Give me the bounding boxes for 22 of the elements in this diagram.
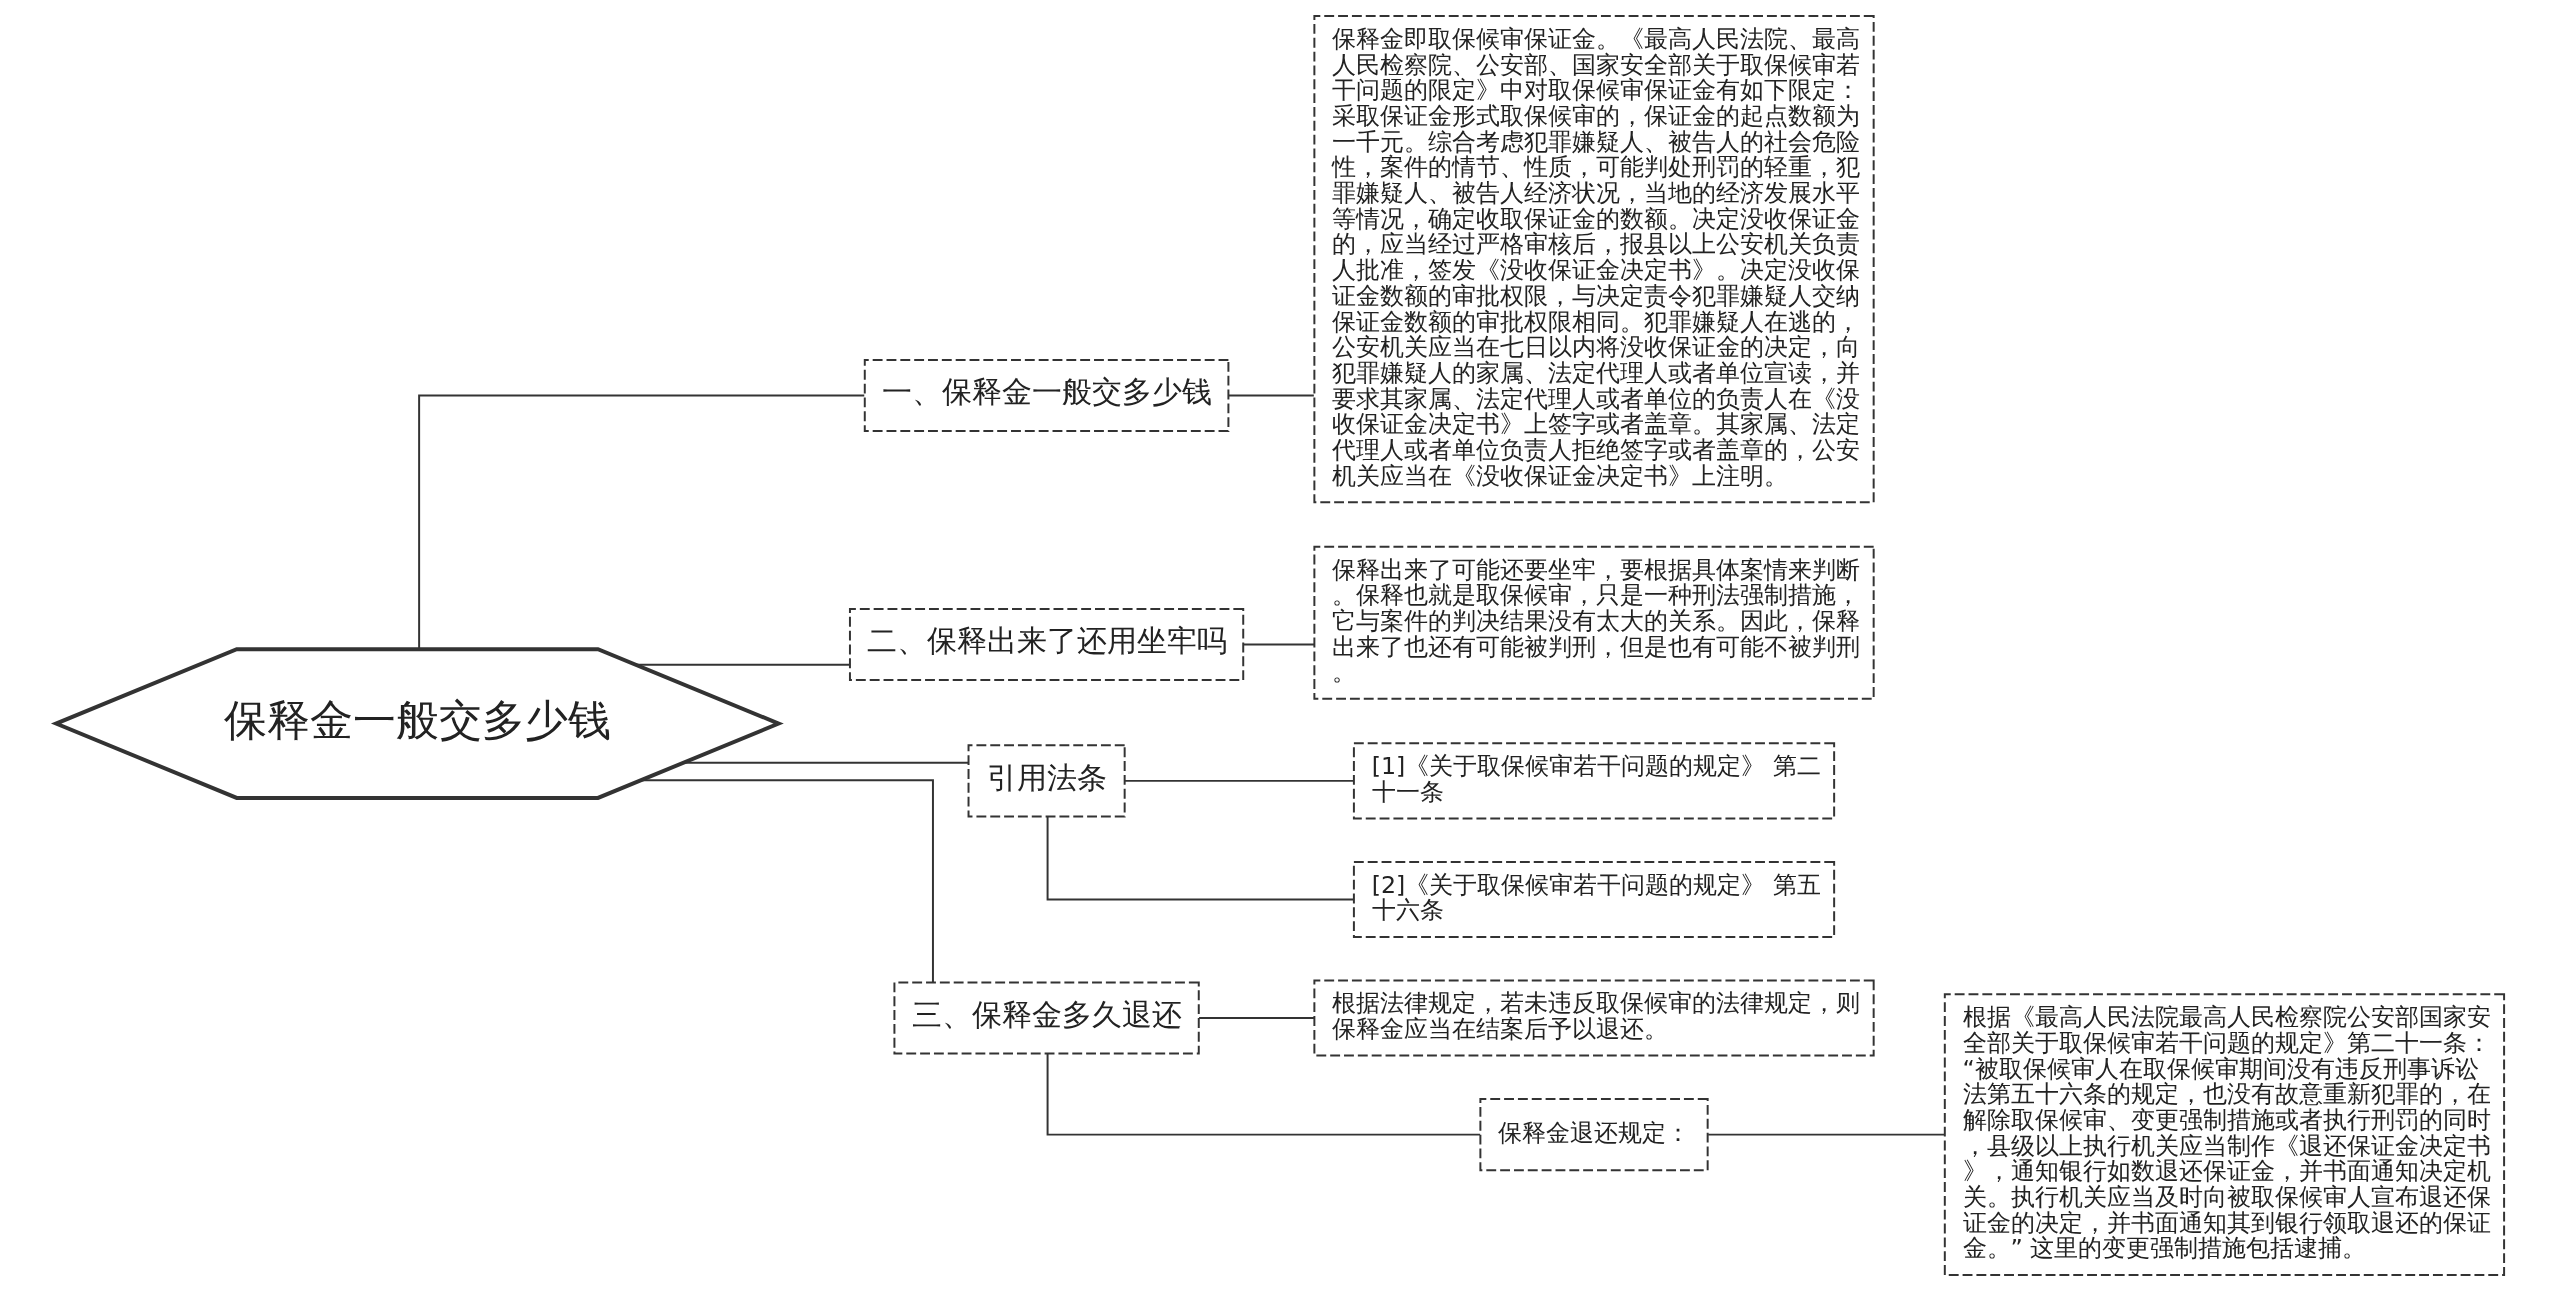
node-box: [2]《关于取保候审若干问题的规定》 第五十六条 bbox=[1352, 860, 1836, 938]
connector bbox=[640, 779, 934, 984]
connector bbox=[418, 394, 866, 651]
node-box: 保释金退还规定： bbox=[1479, 1098, 1709, 1172]
connector bbox=[1707, 1133, 1946, 1136]
node-box: 根据《最高人民法院最高人民检察院公安部国家安全部关于取保候审若干问题的规定》第二十一条：“被取保候审人在取保候审期间没有违反刑事诉讼法第五十六条的规定，也没有故意重新犯罪的，在解除取保候审、变更强制措施或者执行刑罚的同时，县级以上执行机关应当制作《退还保证金决定书》，通知银行如数退还保证金，并书面通知决定机关。执行机关应当及时向被取保候审人宣布退还保证金的决定，并书面通知其到银行领取退还的保证金。” 这里的变更强制措施包括逮捕。 bbox=[1943, 993, 2506, 1276]
connector bbox=[682, 761, 970, 764]
connector bbox=[1198, 1017, 1315, 1019]
connector bbox=[1046, 815, 1355, 901]
connector bbox=[1227, 394, 1315, 397]
connector bbox=[634, 663, 851, 666]
connector bbox=[1046, 1052, 1482, 1136]
node-box: 保释金即取保候审保证金。《最高人民法院、最高人民检察院、公安部、国家安全部关于取保候审若干问题的限定》中对取保候审保证金有如下限定：采取保证金形式取保候审的，保证金的起点数额为一千元。综合考虑犯罪嫌疑人、被告人的社会危险性，案件的情节、性质，可能判处刑罚的轻重，犯罪嫌疑人、被告人经济状况，当地的经济发展水平等情况，确定收取保证金的数额。决定没收保证金的，应当经过严格审核后，报县以上公安机关负责人批准，签发《没收保证金决定书》。决定没收保证金数额的审批权限，与决定责令犯罪嫌疑人交纳保证金数额的审批权限相同。犯罪嫌疑人在逃的，公安机关应当在七日以内将没收保证金的决定，向犯罪嫌疑人的家属、法定代理人或者单位宣读，并要求其家属、法定代理人或者单位的负责人在《没收保证金决定书》上签字或者盖章。其家属、法定代理人或者单位负责人拒绝签字或者盖章的，公安机关应当在《没收保证金决定书》上注明。 bbox=[1313, 15, 1875, 504]
connector bbox=[1242, 643, 1316, 646]
node-box: 一、保释金一般交多少钱 bbox=[863, 358, 1230, 433]
node-box: 引用法条 bbox=[967, 744, 1126, 818]
node-box: 保释出来了可能还要坐牢，要根据具体案情来判断。保释也就是取保候审，只是一种刑法强制措施，它与案件的判决结果没有太大的关系。因此，保释出来了也还有可能被判刑，但是也有可能不被判刑。 bbox=[1313, 545, 1875, 700]
node-box: 二、保释出来了还用坐牢吗 bbox=[848, 607, 1245, 682]
connector bbox=[1124, 779, 1355, 782]
node-box: 根据法律规定，若未违反取保候审的法律规定，则保释金应当在结案后予以退还。 bbox=[1313, 979, 1875, 1057]
node-box: [1]《关于取保候审若干问题的规定》 第二十一条 bbox=[1352, 742, 1836, 820]
node-box: 三、保释金多久退还 bbox=[893, 981, 1200, 1055]
